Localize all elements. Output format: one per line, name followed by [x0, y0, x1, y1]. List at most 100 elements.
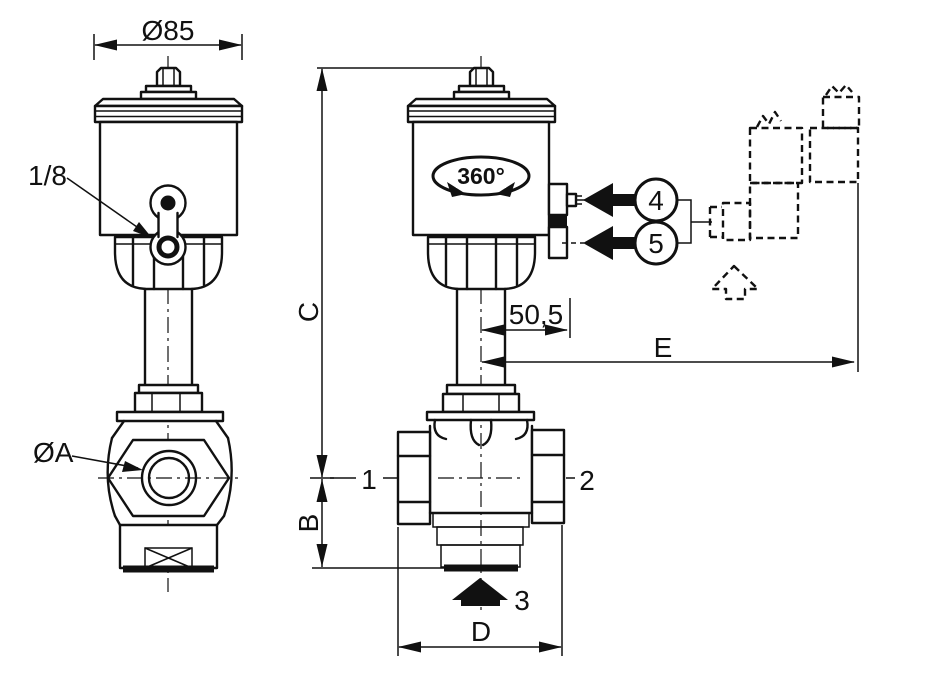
dimension-c: C	[293, 67, 478, 478]
callout-4-label: 4	[648, 185, 664, 216]
dimension-e: E	[481, 183, 859, 372]
front-stem-bonnet	[115, 287, 225, 423]
dim-50-5-label: 50,5	[509, 299, 564, 330]
flange-plate	[425, 410, 536, 422]
pilot-box-lower	[748, 181, 800, 240]
flange-plate	[115, 410, 225, 423]
pilot-box-top	[821, 95, 861, 130]
callout-5-arrow	[583, 226, 613, 260]
side-port-block	[547, 182, 582, 260]
port-3-label: 3	[514, 585, 530, 616]
dia-a-label: ØA	[33, 437, 74, 468]
port-diameter-callout: ØA	[33, 437, 143, 472]
upper-port-block	[547, 182, 569, 217]
yoke-web	[481, 418, 493, 447]
yoke-curve	[514, 418, 529, 441]
rotation-label-bg	[456, 162, 506, 188]
side-actuator: 360°	[406, 66, 582, 291]
left-port-hex	[396, 430, 432, 526]
dimension-50-5: 50,5	[481, 298, 571, 338]
side-valve-body	[396, 418, 566, 572]
arrowhead-down	[316, 455, 328, 478]
arrowhead-left	[481, 356, 504, 368]
leader-line	[66, 177, 148, 235]
arrowhead-up	[316, 68, 328, 91]
leader-arrowhead	[133, 222, 152, 238]
air-port-callouts: 4 5	[562, 177, 712, 266]
yoke-curve	[433, 418, 448, 441]
arrowhead-right	[539, 641, 562, 653]
front-view: Ø85	[28, 15, 244, 592]
arrowhead-right	[219, 39, 242, 51]
pilot-valve-symbol	[708, 83, 861, 301]
pilot-inlet-stub	[708, 205, 722, 239]
pilot-spring-symbol	[755, 110, 782, 128]
dim-dia85-label: Ø85	[142, 15, 195, 46]
dim-c-label: C	[293, 302, 324, 322]
dimensions: C B D 50,5	[293, 67, 859, 656]
dim-e-label: E	[654, 332, 673, 363]
port-3-arrow	[452, 578, 508, 600]
dim-d-label: D	[471, 616, 491, 647]
front-actuator	[93, 66, 244, 291]
dimension-b: B	[293, 477, 448, 569]
dimension-dia85: Ø85	[93, 15, 243, 60]
pilot-box-left	[748, 126, 804, 185]
pilot-box-right	[808, 126, 860, 184]
bottom-step-2	[436, 526, 524, 546]
port-gasket-band	[549, 215, 567, 227]
side-stem-bonnet	[425, 287, 536, 422]
dimension-d: D	[397, 525, 563, 656]
yoke-web	[469, 418, 481, 447]
arrowhead-right	[545, 324, 568, 336]
rotation-arrowhead-right	[496, 182, 515, 197]
front-valve-body	[98, 419, 242, 573]
base-shoulder	[215, 514, 226, 527]
packing-nut	[133, 391, 204, 414]
base-shoulder	[113, 514, 122, 527]
callout-5-label: 5	[648, 228, 664, 259]
arrowhead-left	[398, 641, 421, 653]
stem-nut	[468, 66, 495, 88]
callout-bracket	[677, 199, 692, 244]
rotation-ellipse	[431, 155, 531, 197]
port-1-label: 1	[361, 464, 377, 495]
arrowhead-down	[316, 544, 328, 567]
x-diagonal	[144, 547, 193, 569]
side-view: 360°	[330, 56, 595, 616]
callout-4-arrow	[583, 183, 613, 217]
cap-band	[406, 104, 557, 124]
adapter-bell	[426, 235, 537, 291]
stem-nut	[155, 66, 182, 88]
leader-arrowhead	[122, 461, 143, 472]
port-labels: 1 2 3	[330, 464, 595, 616]
shoulder	[110, 419, 126, 440]
arrowhead-left	[94, 39, 117, 51]
cap-band	[93, 104, 244, 124]
callout-4-arrow-tail	[613, 194, 635, 206]
rotation-label: 360°	[457, 163, 505, 189]
arrowhead-left	[481, 324, 504, 336]
arrowhead-up	[316, 479, 328, 502]
port-2-label: 2	[579, 465, 595, 496]
base-block	[118, 523, 219, 570]
pilot-coil-symbol	[825, 83, 853, 96]
upper-port-hole	[160, 195, 176, 211]
port-3-arrow-base	[461, 600, 500, 606]
port-nipple	[565, 192, 578, 208]
packing-nut-top	[445, 383, 517, 396]
body-arc-right	[222, 436, 233, 518]
pilot-size-label: 1/8	[28, 160, 67, 191]
pilot-exhaust-arrow	[710, 264, 760, 301]
pilot-port-boss	[149, 184, 187, 266]
callout-5-arrow-tail	[613, 237, 635, 249]
boss-waist	[158, 208, 178, 242]
rotation-symbol: 360°	[431, 155, 531, 197]
right-port-hex	[530, 428, 566, 525]
arrowhead-right	[832, 356, 855, 368]
pilot-connector-box	[721, 201, 752, 242]
shoulder	[214, 419, 230, 440]
packing-nut	[441, 392, 521, 414]
